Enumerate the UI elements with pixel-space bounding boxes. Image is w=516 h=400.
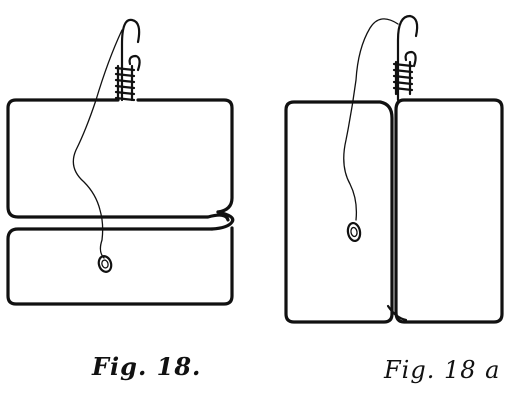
- thread: [72, 29, 123, 259]
- right-panel-outline: [394, 98, 504, 324]
- thread-right: [343, 18, 399, 221]
- thread-loop-right-icon: [346, 221, 362, 243]
- lower-flap-outline: [6, 226, 234, 306]
- upper-flap-outline: [6, 98, 230, 222]
- hook-small-right-icon: [404, 50, 417, 68]
- spring-coil: [114, 64, 136, 102]
- figure-18a-drawing: [284, 14, 504, 324]
- hook-small-icon: [128, 54, 141, 72]
- fold-crease: [210, 210, 235, 231]
- left-panel-outline: [284, 100, 394, 324]
- hook-large-icon: [396, 14, 419, 102]
- thread-loop-icon: [97, 255, 113, 273]
- spring-coil-right: [392, 60, 414, 96]
- hook-icon: [120, 18, 141, 102]
- figure-18a-caption: Fig. 18 a: [384, 356, 501, 384]
- figure-18-drawing: [6, 18, 235, 306]
- upper-flap-right-edge: [136, 98, 234, 214]
- figure-18-caption: Fig. 18.: [92, 352, 202, 381]
- panel-overlap: [386, 304, 408, 322]
